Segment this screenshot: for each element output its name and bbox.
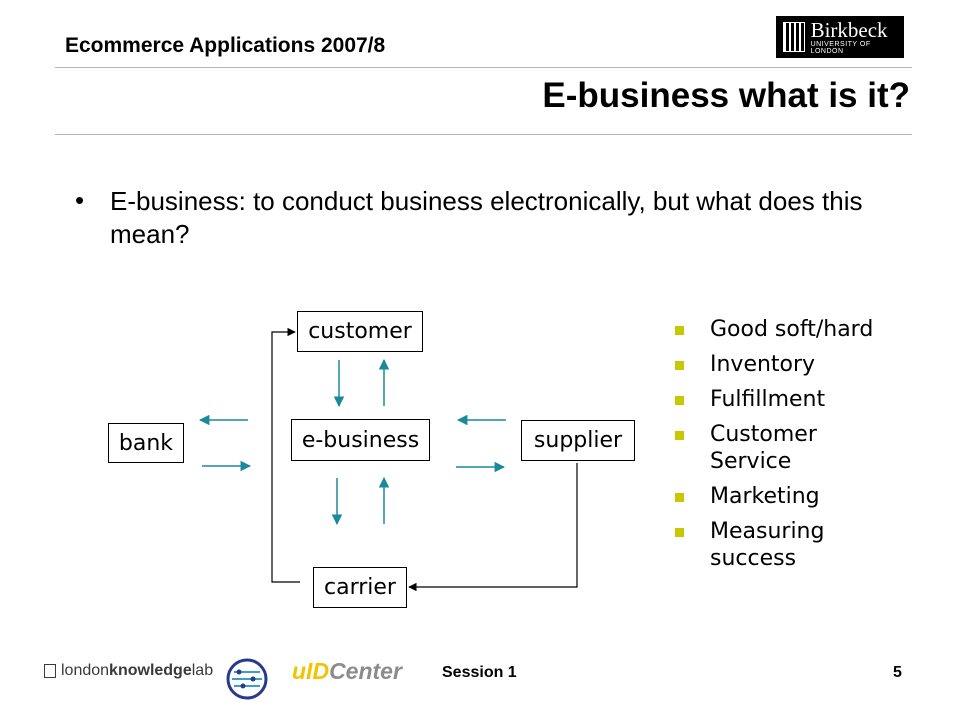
course-title: Ecommerce Applications 2007/8 — [65, 34, 386, 57]
slide-title: E-business what is it? — [542, 76, 910, 115]
birkbeck-logo: Birkbeck UNIVERSITY OF LONDON — [776, 16, 904, 58]
main-bullet-text: E-business: to conduct business electron… — [110, 186, 863, 249]
session-label: Session 1 — [442, 664, 517, 681]
bank-node: bank — [108, 423, 184, 463]
list-item: Good soft/hard — [675, 316, 935, 343]
header-rule — [55, 67, 912, 68]
carrier-customer-connector — [271, 327, 300, 583]
square-bullet-icon — [675, 431, 684, 440]
list-item: Inventory — [675, 351, 935, 378]
page-number: 5 — [893, 664, 902, 681]
supplier-node: supplier — [521, 420, 635, 461]
lkl-frame-icon — [44, 664, 56, 678]
square-bullet-icon — [675, 326, 684, 335]
supplier-carrier-connector — [408, 463, 578, 592]
list-item: Marketing — [675, 483, 935, 510]
list-item: Measuring success — [675, 518, 850, 572]
list-item: Fulfillment — [675, 386, 935, 413]
square-bullet-icon — [675, 396, 684, 405]
ebusiness-node: e-business — [291, 419, 430, 461]
title-rule — [55, 134, 912, 135]
crest-icon — [783, 22, 805, 52]
bullet-dot-icon: • — [75, 185, 85, 215]
feature-list: Good soft/hard Inventory Fulfillment Cus… — [675, 316, 935, 580]
logo-name: Birkbeck — [810, 18, 888, 42]
square-bullet-icon — [675, 493, 684, 502]
network-circle-icon — [226, 658, 268, 700]
list-item: Customer Service — [675, 421, 840, 475]
logo-subtitle: UNIVERSITY OF LONDON — [810, 41, 871, 55]
customer-node: customer — [297, 311, 423, 352]
square-bullet-icon — [675, 361, 684, 370]
square-bullet-icon — [675, 528, 684, 537]
carrier-node: carrier — [313, 567, 407, 608]
